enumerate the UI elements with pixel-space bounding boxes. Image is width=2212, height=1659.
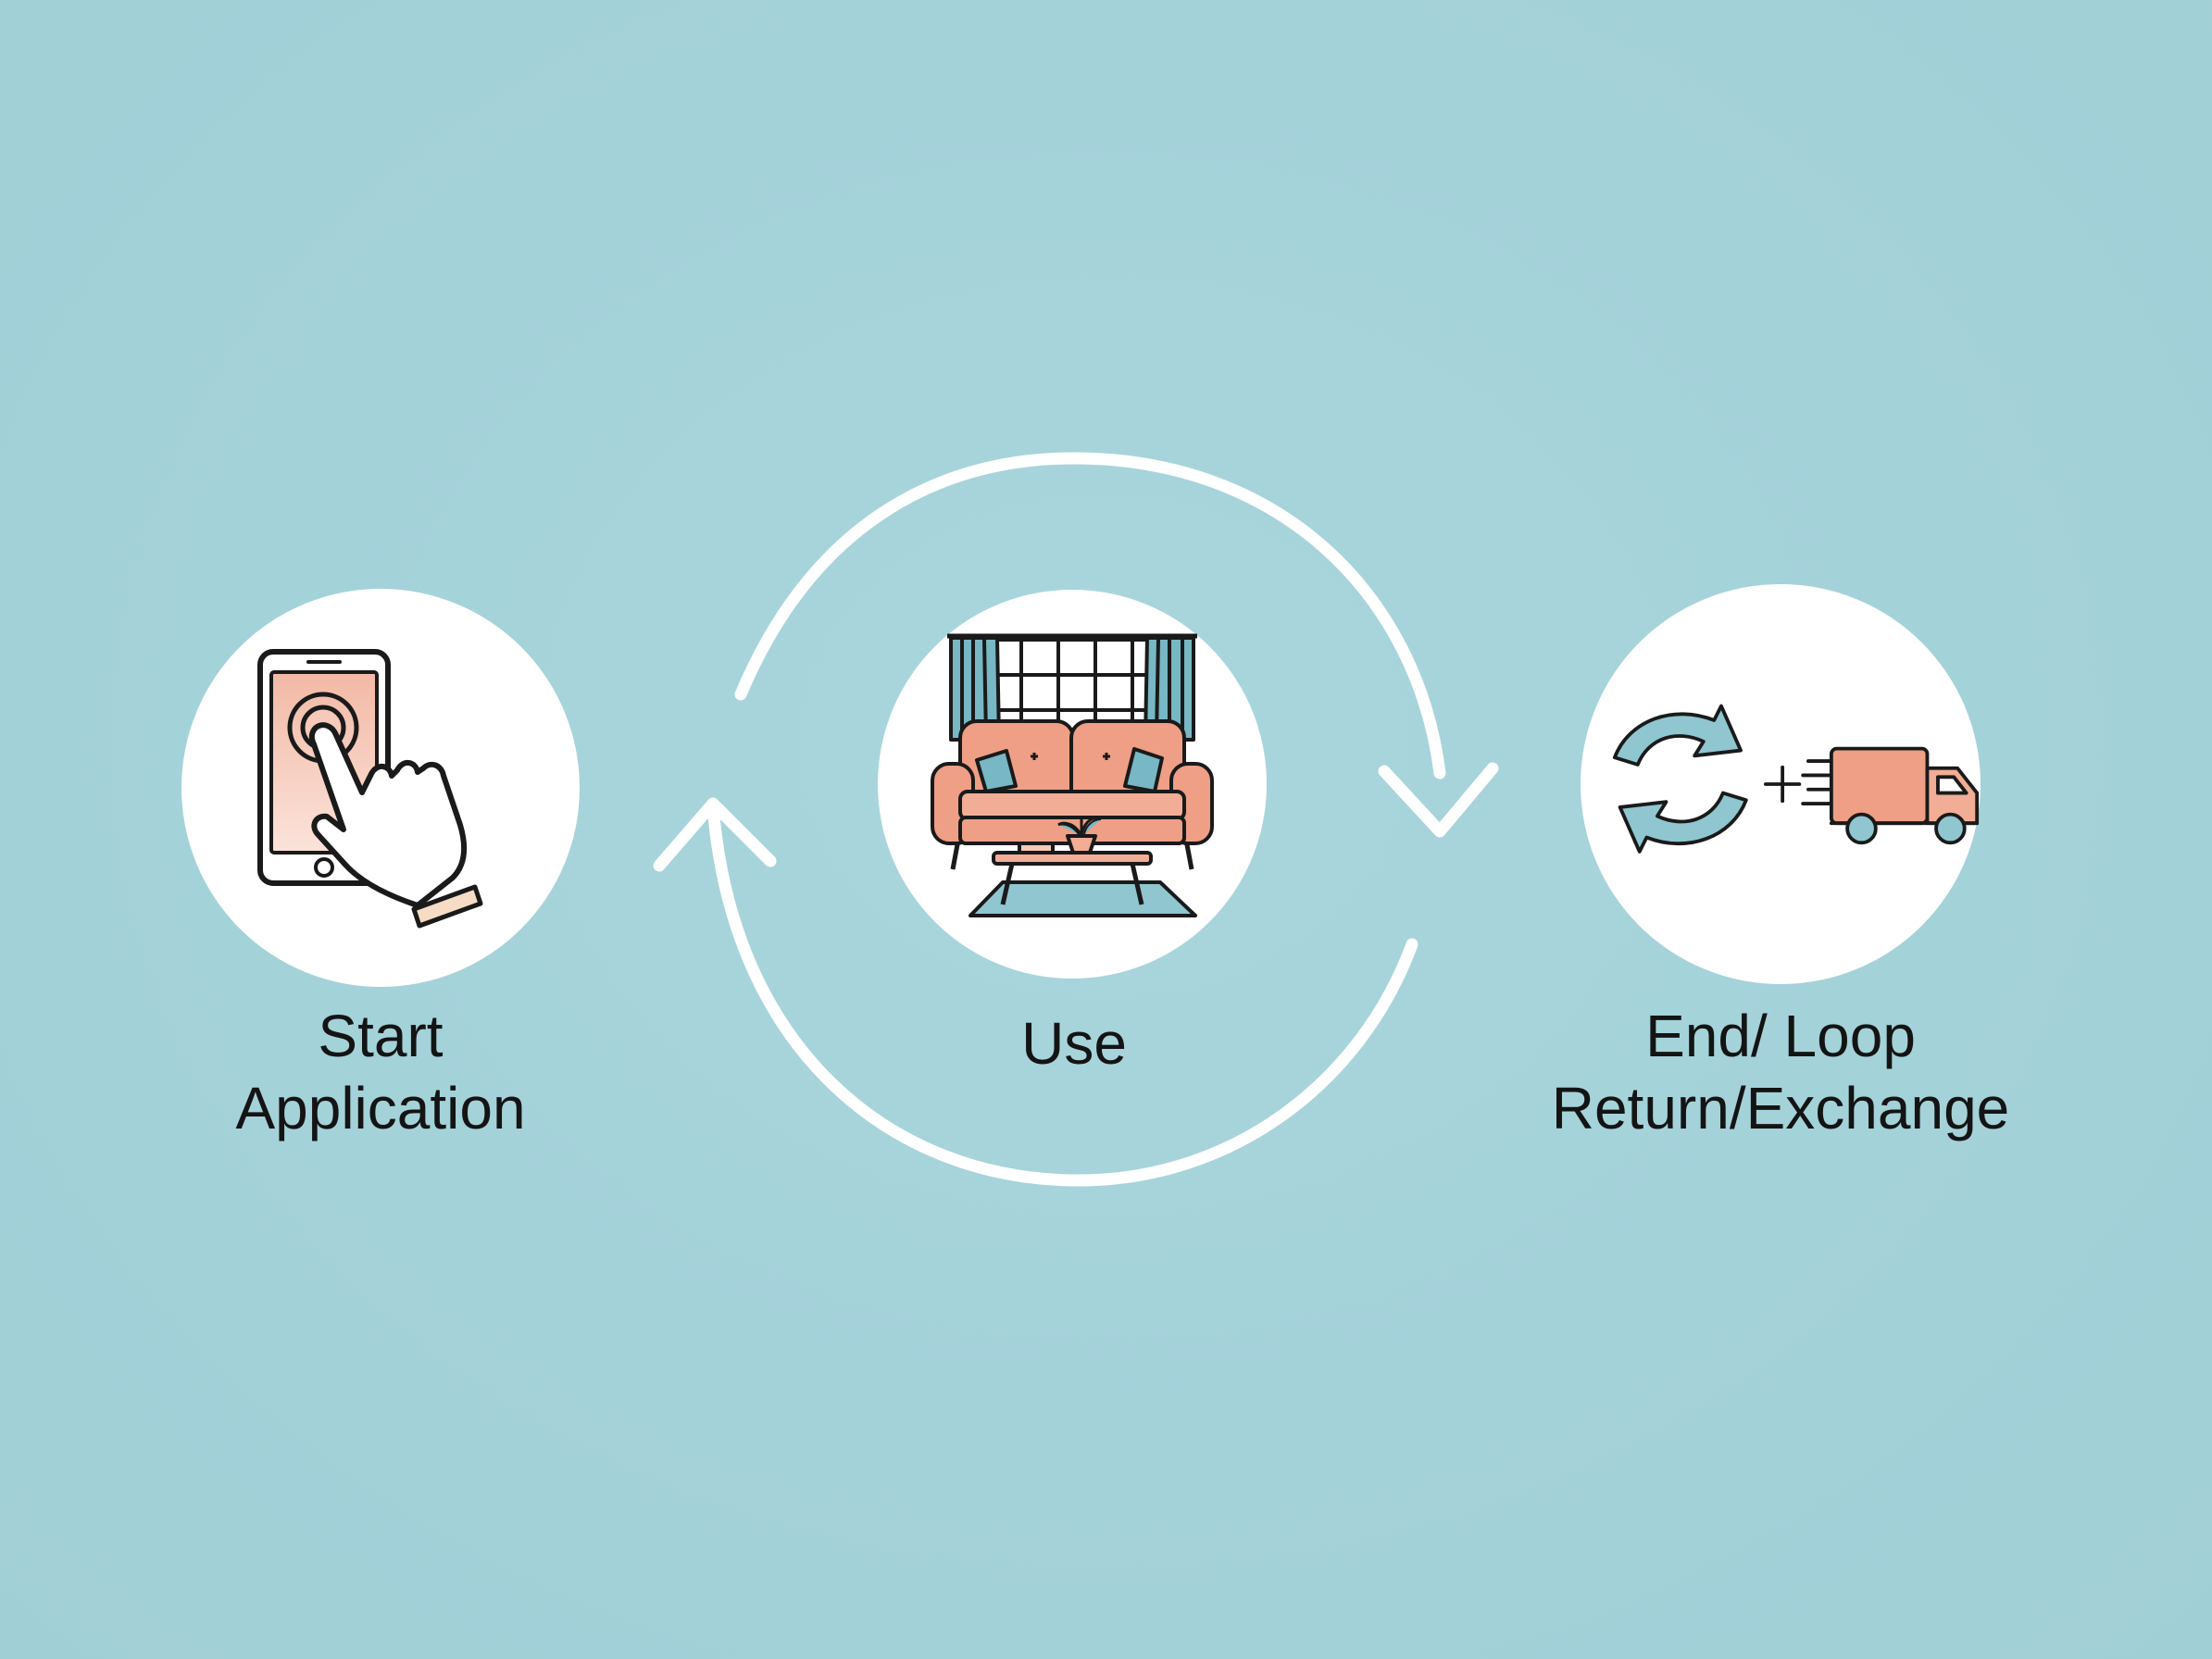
living-room-sofa-icon (931, 633, 1214, 917)
phone-tap-icon (257, 649, 483, 929)
step-label-end-line-2: Return/Exchange (1551, 1075, 2010, 1141)
return-exchange-truck-icon (1612, 704, 1980, 854)
step-label-start-line-1: Start (318, 1003, 444, 1069)
refresh-arrow-top (1612, 704, 1743, 767)
step-label-end-line-1: End/ Loop (1645, 1003, 1916, 1069)
step-label-use: Use (1021, 1007, 1127, 1079)
step-circle-start (181, 589, 580, 987)
step-circle-use (878, 590, 1267, 979)
refresh-arrow-bottom (1618, 791, 1748, 854)
step-label-use-line-1: Use (1021, 1010, 1127, 1077)
cycle-arrowhead-right (1378, 762, 1499, 838)
step-circle-end (1581, 584, 1981, 984)
step-label-start: Start Application (235, 1000, 525, 1144)
step-label-end: End/ Loop Return/Exchange (1552, 1000, 2010, 1144)
step-label-start-line-2: Application (235, 1075, 526, 1141)
cycle-arrowhead-left (653, 797, 777, 872)
